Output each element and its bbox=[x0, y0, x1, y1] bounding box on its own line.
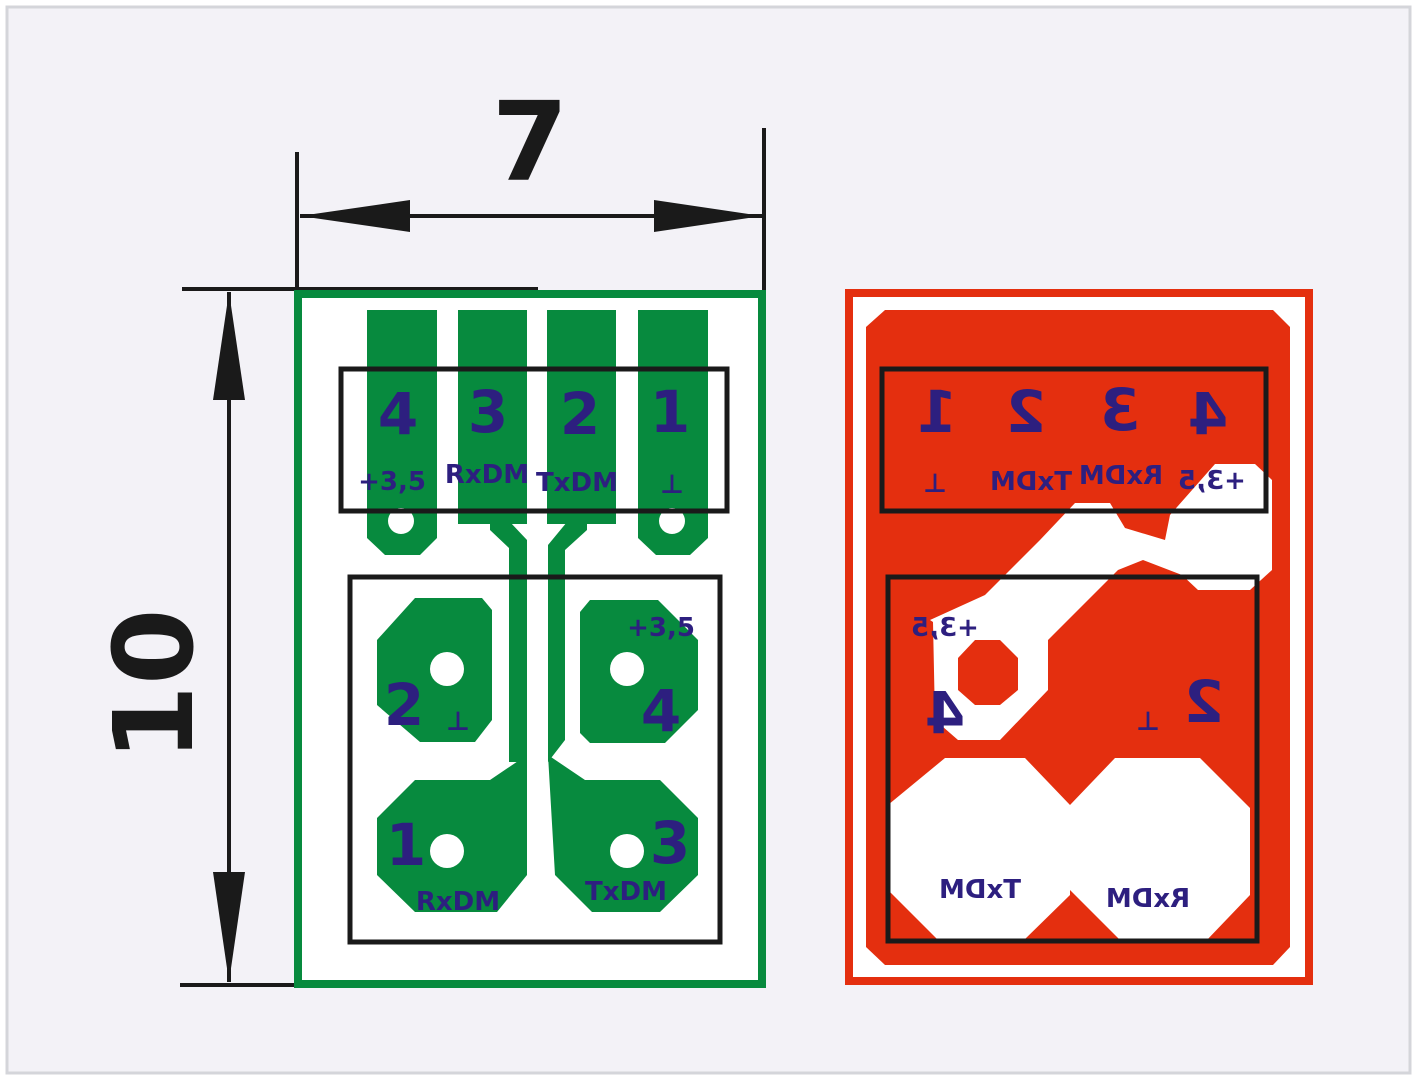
green-finger-2 bbox=[547, 310, 616, 524]
green-pin-number: 2 bbox=[560, 380, 600, 448]
green-pad-number: 3 bbox=[650, 809, 690, 877]
red-pad-number: 2 bbox=[1184, 668, 1224, 736]
red-pad-label: ⊥ bbox=[1136, 707, 1160, 737]
red-pin-number: 3 bbox=[1100, 376, 1140, 444]
red-pad-label: +3,5 bbox=[911, 613, 979, 643]
red-board: 1 2 3 4 ⊥ TxDM RxDM +3,5 bbox=[845, 289, 1313, 985]
red-trace-pad bbox=[958, 640, 1018, 705]
green-pad-outline bbox=[347, 574, 723, 945]
green-pin-number: 1 bbox=[650, 378, 690, 446]
green-pad-3 bbox=[548, 755, 698, 912]
green-pin-number: 3 bbox=[468, 378, 508, 446]
green-pad-number: 4 bbox=[641, 677, 681, 745]
red-connector-outline bbox=[879, 366, 1269, 514]
green-pad-holes bbox=[430, 652, 644, 868]
green-pad-1 bbox=[377, 755, 527, 912]
height-label: 10 bbox=[90, 608, 218, 761]
red-pin-number: 1 bbox=[917, 378, 957, 446]
red-pad-number: 4 bbox=[925, 679, 965, 747]
red-pin-number: 4 bbox=[1188, 380, 1228, 448]
green-pad-label: RxDM bbox=[416, 887, 500, 917]
green-traces bbox=[490, 522, 587, 762]
green-pin-label: TxDM bbox=[536, 468, 618, 498]
red-pin-label: +3,5 bbox=[1178, 466, 1246, 496]
red-pad-txdm bbox=[888, 758, 1070, 942]
red-pin-label: ⊥ bbox=[923, 469, 947, 499]
green-pad-label: TxDM bbox=[585, 877, 667, 907]
green-pin-label: ⊥ bbox=[660, 470, 684, 500]
red-pin-number: 2 bbox=[1006, 378, 1046, 446]
green-hole-1 bbox=[659, 508, 685, 534]
green-board: 4 3 2 1 +3,5 RxDM TxDM ⊥ 2 ⊥ 4 +3,5 1 Rx… bbox=[294, 290, 766, 988]
green-pad-number: 2 bbox=[384, 671, 424, 739]
green-hole-4 bbox=[388, 508, 414, 534]
green-pad-label: +3,5 bbox=[627, 613, 695, 643]
red-pad-outline bbox=[885, 574, 1260, 944]
green-pads bbox=[377, 598, 698, 912]
green-pin-label: +3,5 bbox=[358, 467, 426, 497]
green-pad-label: ⊥ bbox=[446, 707, 470, 737]
width-label: 7 bbox=[492, 78, 569, 206]
green-connector-outline bbox=[338, 366, 730, 514]
red-pad-label: TxDM bbox=[939, 875, 1021, 905]
green-pad-number: 1 bbox=[386, 811, 426, 879]
green-pin-label: RxDM bbox=[445, 460, 529, 490]
green-finger-3 bbox=[458, 310, 527, 524]
red-pin-label: TxDM bbox=[990, 467, 1072, 497]
red-pad-label: RxDM bbox=[1106, 884, 1190, 914]
red-pin-label: RxDM bbox=[1079, 461, 1163, 491]
green-pin-number: 4 bbox=[378, 380, 418, 448]
red-pad-rxdm bbox=[1070, 758, 1250, 942]
